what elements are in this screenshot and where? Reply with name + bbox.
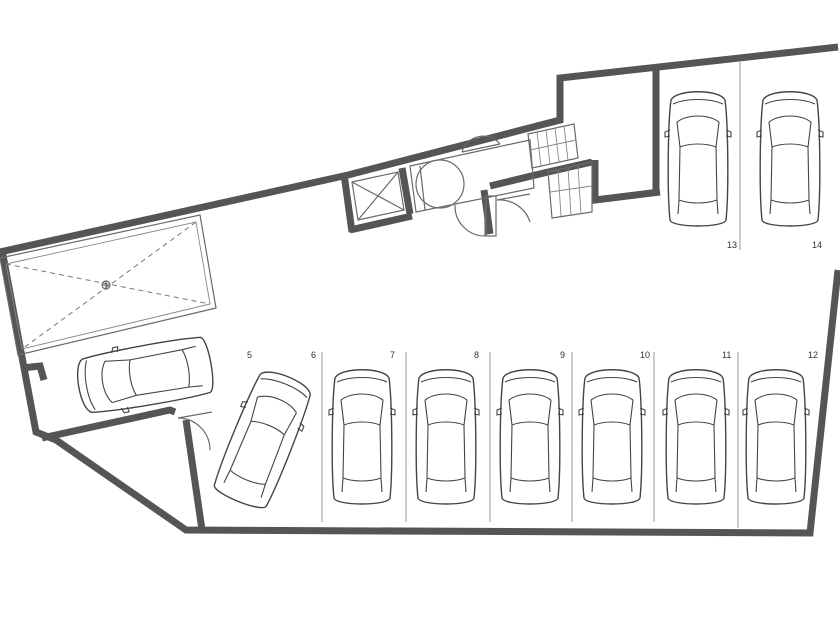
car	[664, 91, 732, 227]
car	[742, 369, 810, 505]
space-dividers	[321, 62, 741, 528]
car	[412, 369, 480, 505]
car	[328, 369, 396, 505]
space-number: 6	[311, 350, 316, 360]
entry-door	[177, 411, 213, 451]
space-number: 11	[722, 350, 731, 360]
car	[756, 91, 824, 227]
space-numbers: 5 6 7 8 9 10 11 12 13 14	[247, 240, 822, 360]
space-number: 14	[812, 240, 822, 250]
car	[578, 369, 646, 505]
space-number: 8	[474, 350, 479, 360]
storage-room	[0, 214, 217, 356]
space-number: 9	[560, 350, 565, 360]
utility-room	[351, 171, 405, 221]
car	[662, 369, 730, 505]
car	[496, 369, 564, 505]
space-number: 7	[390, 350, 395, 360]
parked-cars	[72, 91, 824, 515]
space-number: 13	[727, 240, 737, 250]
space-number: 12	[808, 350, 818, 360]
car	[72, 330, 218, 421]
stair-core	[409, 123, 593, 237]
space-number: 10	[640, 350, 650, 360]
space-number: 5	[247, 350, 252, 360]
car	[206, 363, 320, 515]
